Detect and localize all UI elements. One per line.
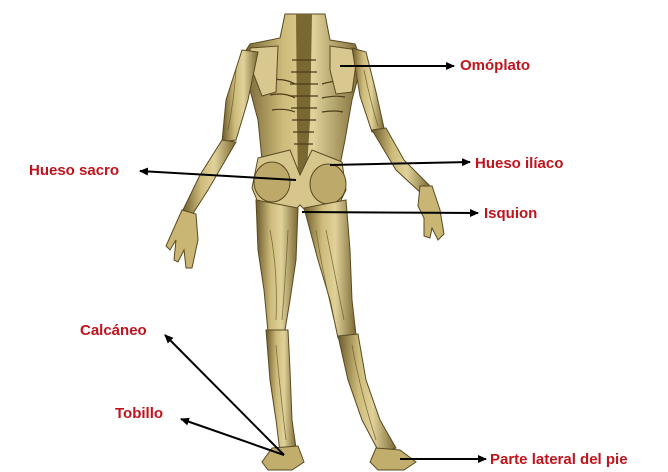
arrow-calcaneo (165, 335, 284, 455)
leg-right-shin (338, 334, 396, 454)
label-tobillo: Tobillo (115, 405, 163, 423)
arrow-tobillo (181, 419, 284, 455)
leg-right-thigh (304, 200, 356, 338)
leg-left-thigh (256, 200, 298, 332)
label-isquion: Isquion (484, 205, 537, 223)
label-hueso-sacro: Hueso sacro (29, 162, 119, 180)
leg-left-shin (266, 330, 296, 452)
label-hueso-iliaco: Hueso ilíaco (475, 155, 563, 173)
arm-left-lower (182, 140, 236, 215)
label-parte-lateral-del-pie: Parte lateral del pie (490, 451, 628, 469)
label-calcaneo: Calcáneo (80, 322, 147, 340)
arrow-isquion (302, 212, 478, 213)
hand-left (166, 210, 198, 268)
label-omoplato: Omóplato (460, 57, 530, 75)
skeleton-figure (166, 14, 444, 470)
arm-right-lower (372, 128, 430, 194)
